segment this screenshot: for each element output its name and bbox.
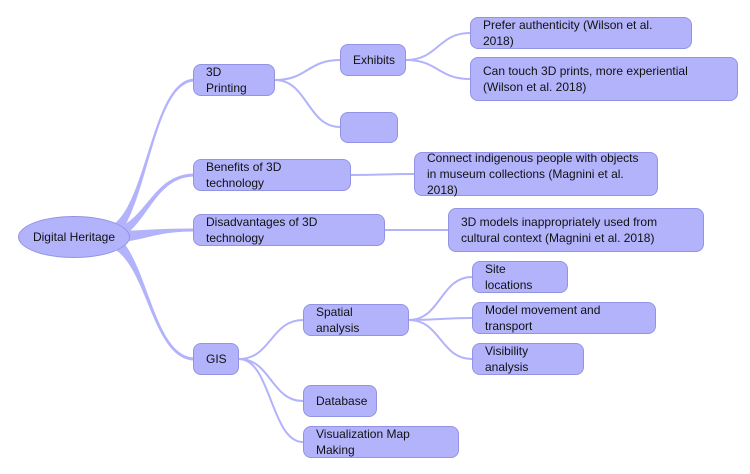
node-visualization-map-making: Visualization Map Making <box>303 426 459 458</box>
node-label: 3D models inappropriately used from cult… <box>461 215 658 245</box>
node-label: GIS <box>206 352 227 366</box>
node-database: Database <box>303 385 377 417</box>
edge-gis-mapmaking <box>238 358 304 443</box>
node-disadvantages-3d-technology: Disadvantages of 3D technology <box>193 214 385 246</box>
node-label: Can touch 3D prints, more experiential (… <box>483 64 688 94</box>
node-label: Spatial analysis <box>316 305 360 335</box>
edge-gis-database <box>238 358 304 402</box>
edge-root-gis <box>100 229 195 361</box>
edge-benefits-connect <box>350 173 415 176</box>
node-connect-indigenous: Connect indigenous people with objects i… <box>414 151 658 197</box>
node-label: 3D Printing <box>206 65 247 95</box>
node-model-movement: Model movement and transport <box>472 302 656 334</box>
edge-root-benefits <box>100 173 195 243</box>
edge-printing-empty <box>274 79 341 128</box>
edge-spatial-site <box>408 276 473 321</box>
node-label: Digital Heritage <box>32 230 116 244</box>
node-gis: GIS <box>193 343 239 375</box>
edge-exhibits-authenticity <box>405 32 471 61</box>
node-benefits-3d-technology: Benefits of 3D technology <box>193 159 351 191</box>
node-exhibits: Exhibits <box>340 44 406 76</box>
node-label: Prefer authenticity (Wilson et al. 2018) <box>483 18 653 48</box>
node-label: Database <box>316 394 368 408</box>
node-3d-printing: 3D Printing <box>193 64 275 96</box>
edge-gis-spatial <box>238 319 304 360</box>
node-inappropriate-use: 3D models inappropriately used from cult… <box>448 208 704 252</box>
node-prefer-authenticity: Prefer authenticity (Wilson et al. 2018) <box>470 17 692 49</box>
node-label: Exhibits <box>353 53 396 67</box>
node-site-locations: Site locations <box>472 261 568 293</box>
node-empty <box>340 112 398 143</box>
edge-printing-exhibits <box>274 59 341 81</box>
node-touch-3d-prints: Can touch 3D prints, more experiential (… <box>470 57 738 101</box>
node-label: Site locations <box>485 262 533 292</box>
node-visibility-analysis: Visibility analysis <box>472 343 584 375</box>
node-label: Connect indigenous people with objects i… <box>427 151 639 197</box>
edge-root-3d-printing <box>100 78 195 245</box>
edge-exhibits-touch <box>405 59 471 80</box>
node-label: Visibility analysis <box>485 344 529 374</box>
node-spatial-analysis: Spatial analysis <box>303 304 409 336</box>
node-digital-heritage: Digital Heritage <box>18 216 130 258</box>
node-label: Disadvantages of 3D technology <box>206 215 318 245</box>
node-label: Benefits of 3D technology <box>206 160 282 190</box>
node-label: Visualization Map Making <box>316 427 410 457</box>
edge-spatial-visibility <box>408 319 473 360</box>
node-label: Model movement and transport <box>485 303 601 333</box>
